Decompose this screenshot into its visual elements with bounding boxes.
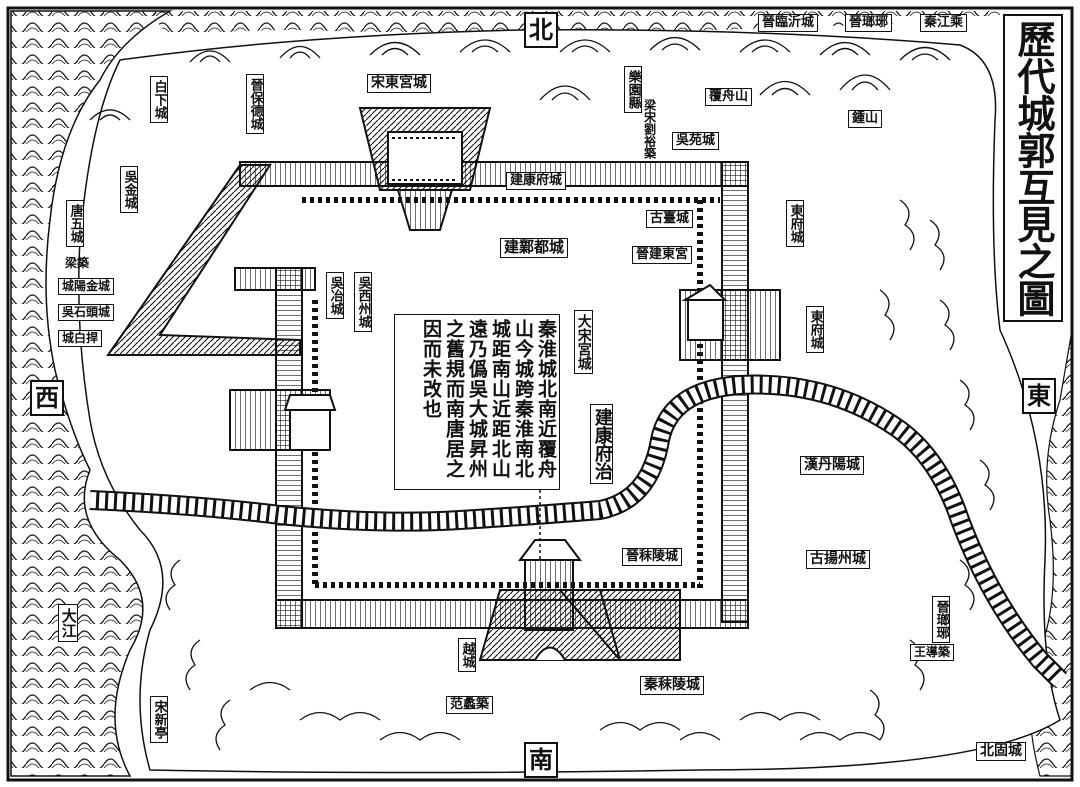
map-inscription: 秦淮城北南近覆舟山今城跨秦淮南北城距南山近距北山遠乃僞吳大城昇州之舊規而南唐居之… <box>394 314 560 490</box>
label-wang-dao-zhu: 王導築 <box>910 644 955 661</box>
label-fan-li-zhu: 范蠡築 <box>446 696 494 714</box>
label-jin-ling-yi-cheng: 晉秣陵城 <box>622 548 683 566</box>
south-gate <box>478 539 681 661</box>
east-palace-compound <box>358 107 492 231</box>
label-bei-gu-cheng: 北固城 <box>976 742 1026 761</box>
label-dong-fu-cheng: 東府城 <box>786 200 804 247</box>
label-jiankang-fu-cheng: 建康府城 <box>506 172 567 190</box>
mountains <box>89 36 995 751</box>
label-song-xin-ting: 宋新亭 <box>150 696 168 743</box>
label-liang-zhu: 梁築 <box>65 256 90 270</box>
label-jin-jian-dong-gong: 晉建東宮 <box>632 246 693 264</box>
label-cheng-bo-han: 城白捍 <box>58 330 103 347</box>
label-wu-xi-zhou-cheng: 吳西州城 <box>354 272 372 332</box>
land-outline <box>78 29 1061 774</box>
label-gu-yang-zhou-cheng: 古揚州城 <box>806 550 870 569</box>
west-gate <box>229 389 337 451</box>
label-gu-tai-cheng: 古臺城 <box>646 210 694 228</box>
label-jin-lang-ya: 晉瑯琊 <box>845 14 893 32</box>
east-label: 東 <box>1022 378 1056 414</box>
top-waves <box>11 11 1000 40</box>
label-wu-shi-tou-cheng: 吳石頭城 <box>58 304 115 321</box>
west-label: 西 <box>30 380 64 416</box>
north-label: 北 <box>524 12 558 48</box>
label-jin-lang-ya-2: 晉瑯琊 <box>932 596 950 643</box>
label-liang-song: 梁宋劉裕築 <box>642 99 657 159</box>
label-zhong-shan: 鍾山 <box>848 110 883 128</box>
label-jiankang-fu-zhi: 建康府治 <box>590 404 613 484</box>
label-tang-wu-cheng: 唐五城 <box>66 200 84 247</box>
label-wu-jin-cheng: 吳金城 <box>120 166 138 213</box>
qinhuai-river-inner <box>89 376 1066 686</box>
label-bai-xia-cheng: 白下城 <box>150 76 168 123</box>
label-cheng-yang-jin-cheng: 城陽金城 <box>58 278 115 295</box>
label-qin-ling-cheng: 秦秣陵城 <box>640 676 704 695</box>
label-da-song-gong-cheng: 大宋宮城 <box>574 310 593 374</box>
label-wu-ye-cheng: 吳冶城 <box>326 272 344 319</box>
label-fu-zhou-shan: 覆舟山 <box>705 88 753 106</box>
label-jin-lin-yi-cheng: 晉臨沂城 <box>758 14 819 32</box>
label-song-dong-gong-cheng: 宋東宮城 <box>367 74 431 93</box>
great-river <box>10 10 173 777</box>
label-da-jiang: 大江 <box>58 604 78 642</box>
label-wu-yuan-cheng: 吳苑城 <box>672 132 720 150</box>
label-han-dan-yang-cheng: 漢丹陽城 <box>800 456 864 475</box>
south-label: 南 <box>524 742 558 778</box>
label-jian-ye-du-cheng: 建鄴都城 <box>500 238 569 258</box>
label-jin-yuan-yuan: 樂園縣 <box>624 66 642 113</box>
label-dong-fu-cheng-2: 東府城 <box>806 306 824 353</box>
east-gate <box>679 283 781 361</box>
map-title: 歷代城郭互見之圖 <box>1003 14 1063 322</box>
label-qin-jiang-cheng: 秦江乘 <box>920 14 968 32</box>
label-yue-cheng: 越城 <box>458 638 476 672</box>
label-jin-jie-de-cheng: 晉保德城 <box>246 74 264 134</box>
